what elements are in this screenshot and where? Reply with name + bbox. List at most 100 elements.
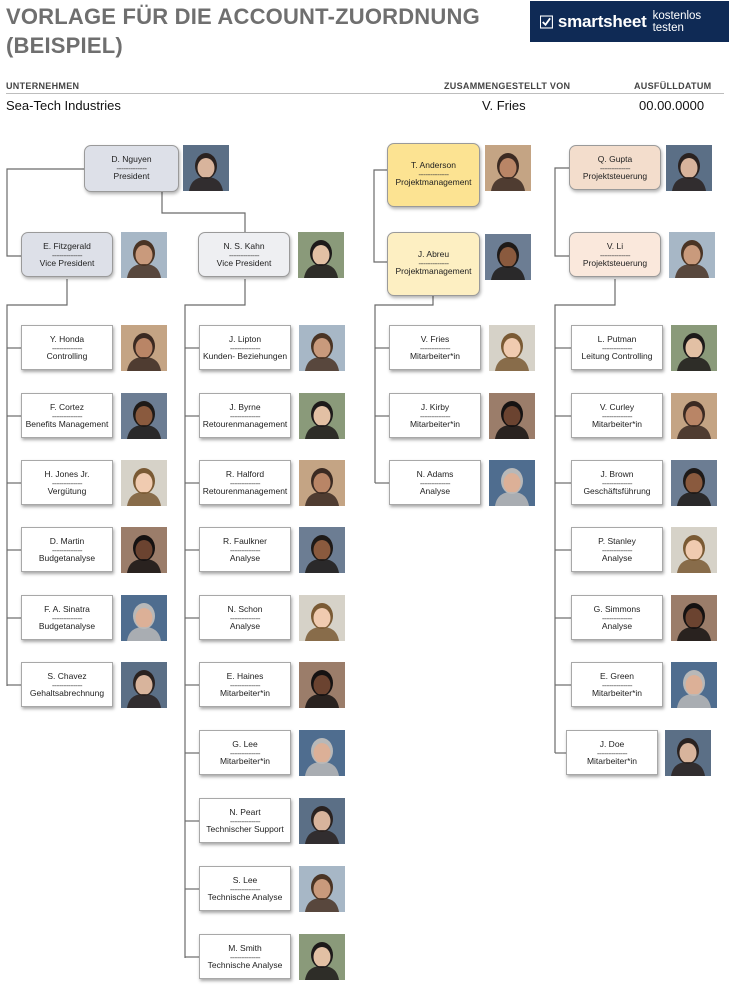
org-node-peart[interactable]: N. Peart-------------Technischer Support [199, 798, 291, 843]
person-photo-nguyen [183, 145, 229, 191]
org-node-sinatra[interactable]: F. A. Sinatra-------------Budgetanalyse [21, 595, 113, 640]
org-node-haines[interactable]: E. Haines-------------Mitarbeiter*in [199, 662, 291, 707]
org-node-nguyen[interactable]: D. Nguyen-------------President [84, 145, 179, 192]
node-role: Vergütung [47, 486, 87, 496]
node-name: S. Lee [232, 875, 258, 885]
node-role: Projektmanagement [395, 266, 472, 276]
org-node-vli[interactable]: V. Li-------------Projektsteuerung [569, 232, 661, 277]
org-node-fries[interactable]: V. Fries-------------Mitarbeiter*in [389, 325, 481, 370]
date-value[interactable]: 00.00.0000 [639, 98, 705, 113]
node-divider: ------------- [229, 613, 261, 623]
org-node-faulkner[interactable]: R. Faulkner-------------Analyse [199, 527, 291, 572]
person-photo-faulkner [299, 527, 345, 573]
node-name: J. Brown [600, 469, 634, 479]
node-name: H. Jones Jr. [44, 469, 90, 479]
org-node-doe[interactable]: J. Doe-------------Mitarbeiter*in [566, 730, 658, 775]
node-divider: ------------- [51, 343, 83, 353]
node-role: Technische Analyse [207, 960, 283, 970]
node-name: V. Li [606, 241, 624, 251]
company-label: UNTERNEHMEN [6, 81, 80, 91]
person-photo-cortez [121, 393, 167, 439]
connector-abreu-team [374, 296, 434, 483]
org-node-curley[interactable]: V. Curley-------------Mitarbeiter*in [571, 393, 663, 438]
person-photo-stanley [671, 527, 717, 573]
node-divider: ------------- [599, 250, 631, 260]
org-node-glee[interactable]: G. Lee-------------Mitarbeiter*in [199, 730, 291, 775]
node-name: V. Curley [599, 402, 635, 412]
org-node-cortez[interactable]: F. Cortez-------------Benefits Managemen… [21, 393, 113, 438]
node-divider: ------------- [419, 411, 451, 421]
logo-cta: kostenlos testen [652, 9, 702, 34]
node-role: Mitarbeiter*in [409, 419, 461, 429]
smartsheet-logo-button[interactable]: smartsheet kostenlos testen [530, 1, 729, 42]
node-divider: ------------- [229, 748, 261, 758]
node-role: Analyse [229, 621, 261, 631]
node-divider: ------------- [601, 680, 633, 690]
org-node-honda[interactable]: Y. Honda-------------Controlling [21, 325, 113, 370]
org-node-stanley[interactable]: P. Stanley-------------Analyse [571, 527, 663, 572]
node-divider: ------------- [229, 884, 261, 894]
org-node-brown[interactable]: J. Brown-------------Geschäftsführung [571, 460, 663, 505]
node-role: Analyse [601, 621, 633, 631]
org-node-chavez[interactable]: S. Chavez-------------Gehaltsabrechnung [21, 662, 113, 707]
node-name: N. Peart [229, 807, 261, 817]
node-divider: ------------- [228, 250, 260, 260]
person-photo-lipton [299, 325, 345, 371]
person-photo-halford [299, 460, 345, 506]
page-title: VORLAGE FÜR DIE ACCOUNT-ZUORDNUNG (BEISP… [6, 4, 480, 58]
person-photo-gupta [666, 145, 712, 191]
logo-brand: smartsheet [557, 11, 647, 31]
org-node-gupta[interactable]: Q. Gupta-------------Projektsteuerung [569, 145, 661, 190]
node-role: Projektsteuerung [582, 171, 648, 181]
person-photo-glee [299, 730, 345, 776]
org-node-putman[interactable]: L. Putman-------------Leitung Controllin… [571, 325, 663, 370]
node-name: N. S. Kahn [223, 241, 265, 251]
connector-fitzgerald-team [6, 279, 68, 686]
node-name: N. Adams [416, 469, 454, 479]
node-name: T. Anderson [411, 160, 456, 170]
node-divider: ------------- [51, 411, 83, 421]
org-node-adams[interactable]: N. Adams-------------Analyse [389, 460, 481, 505]
node-role: Retourenmanagement [202, 486, 288, 496]
org-node-anderson[interactable]: T. Anderson-------------Projektmanagemen… [387, 143, 480, 207]
org-node-lipton[interactable]: J. Lipton-------------Kunden- Beziehunge… [199, 325, 291, 370]
connector-vli-team [554, 279, 616, 753]
org-node-schon[interactable]: N. Schon-------------Analyse [199, 595, 291, 640]
person-photo-curley [671, 393, 717, 439]
compiled-by-value[interactable]: V. Fries [482, 98, 526, 113]
org-node-smith[interactable]: M. Smith-------------Technische Analyse [199, 934, 291, 979]
person-photo-martin [121, 527, 167, 573]
org-node-fitzgerald[interactable]: E. Fitzgerald-------------Vice President [21, 232, 113, 277]
node-divider: ------------- [599, 163, 631, 173]
node-divider: ------------- [418, 258, 449, 268]
person-photo-anderson [485, 145, 531, 191]
node-role: Technische Analyse [207, 892, 283, 902]
org-node-abreu[interactable]: J. Abreu-------------Projektmanagement [387, 232, 480, 296]
org-node-byrne[interactable]: J. Byrne-------------Retourenmanagement [199, 393, 291, 438]
org-node-slee[interactable]: S. Lee-------------Technische Analyse [199, 866, 291, 911]
connector-kahn-team [184, 279, 246, 958]
node-role: Mitarbeiter*in [219, 756, 271, 766]
person-photo-fries [489, 325, 535, 371]
org-node-simmons[interactable]: G. Simmons-------------Analyse [571, 595, 663, 640]
node-role: Technischer Support [206, 824, 284, 834]
node-divider: ------------- [51, 250, 83, 260]
node-divider: ------------- [51, 545, 83, 555]
node-divider: ------------- [601, 411, 633, 421]
node-role: Mitarbeiter*in [586, 756, 638, 766]
node-name: J. Kirby [420, 402, 450, 412]
person-photo-putman [671, 325, 717, 371]
org-node-kirby[interactable]: J. Kirby-------------Mitarbeiter*in [389, 393, 481, 438]
org-node-jones[interactable]: H. Jones Jr.-------------Vergütung [21, 460, 113, 505]
org-node-martin[interactable]: D. Martin-------------Budgetanalyse [21, 527, 113, 572]
company-value[interactable]: Sea-Tech Industries [6, 98, 121, 113]
node-divider: ------------- [229, 343, 261, 353]
date-label: AUSFÜLLDATUM [634, 81, 712, 91]
person-photo-kirby [489, 393, 535, 439]
person-photo-schon [299, 595, 345, 641]
connector-gupta-vli [554, 167, 569, 257]
node-role: Projektsteuerung [582, 258, 648, 268]
org-node-green[interactable]: E. Green-------------Mitarbeiter*in [571, 662, 663, 707]
org-node-halford[interactable]: R. Halford-------------Retourenmanagemen… [199, 460, 291, 505]
org-node-kahn[interactable]: N. S. Kahn-------------Vice President [198, 232, 290, 277]
